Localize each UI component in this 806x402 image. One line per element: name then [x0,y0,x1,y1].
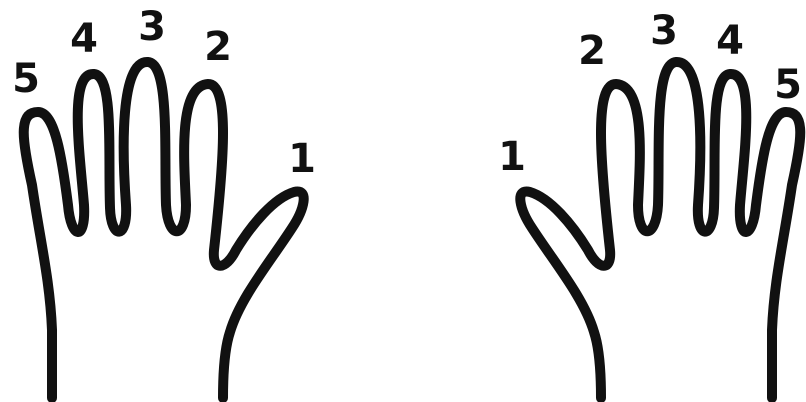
left-hand: 1 2 3 4 5 [12,4,316,398]
right-pinky-number: 5 [774,62,802,108]
right-hand: 1 2 3 4 5 [498,8,802,398]
left-hand-outline [24,62,304,398]
left-middle-number: 3 [138,4,166,50]
right-ring-number: 4 [716,18,744,64]
left-thumb-number: 1 [288,136,316,182]
right-middle-number: 3 [650,8,678,54]
left-index-number: 2 [204,24,232,70]
right-thumb-number: 1 [498,134,526,180]
left-ring-number: 4 [70,16,98,62]
left-pinky-number: 5 [12,56,40,102]
right-index-number: 2 [578,28,606,74]
right-hand-outline [520,62,800,398]
